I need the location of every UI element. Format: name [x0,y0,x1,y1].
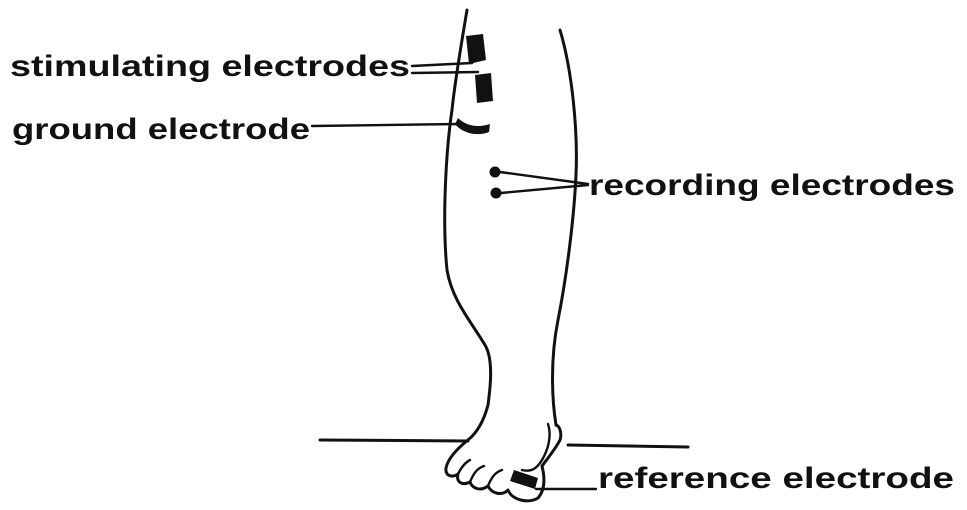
floor-line-right [568,445,688,447]
reference-electrode [510,470,538,489]
leader-stimulating-lower [412,72,478,73]
stimulating-electrode-upper [466,34,486,64]
toe-crease-3 [488,470,502,486]
leg-outline-front [553,30,577,425]
label-ground-electrode: ground electrode [12,113,310,146]
label-reference-electrode: reference electrode [598,462,954,495]
label-recording-electrodes: recording electrodes [589,169,955,202]
toe-crease-1 [458,460,470,474]
floor-line-left [320,440,468,441]
leader-stimulating-upper [412,63,472,66]
stimulating-electrode-lower [475,73,493,103]
ground-electrode [455,118,490,134]
toe-crease-2 [470,466,484,482]
leader-ground [312,124,458,126]
label-stimulating-electrodes: stimulating electrodes [10,50,410,83]
